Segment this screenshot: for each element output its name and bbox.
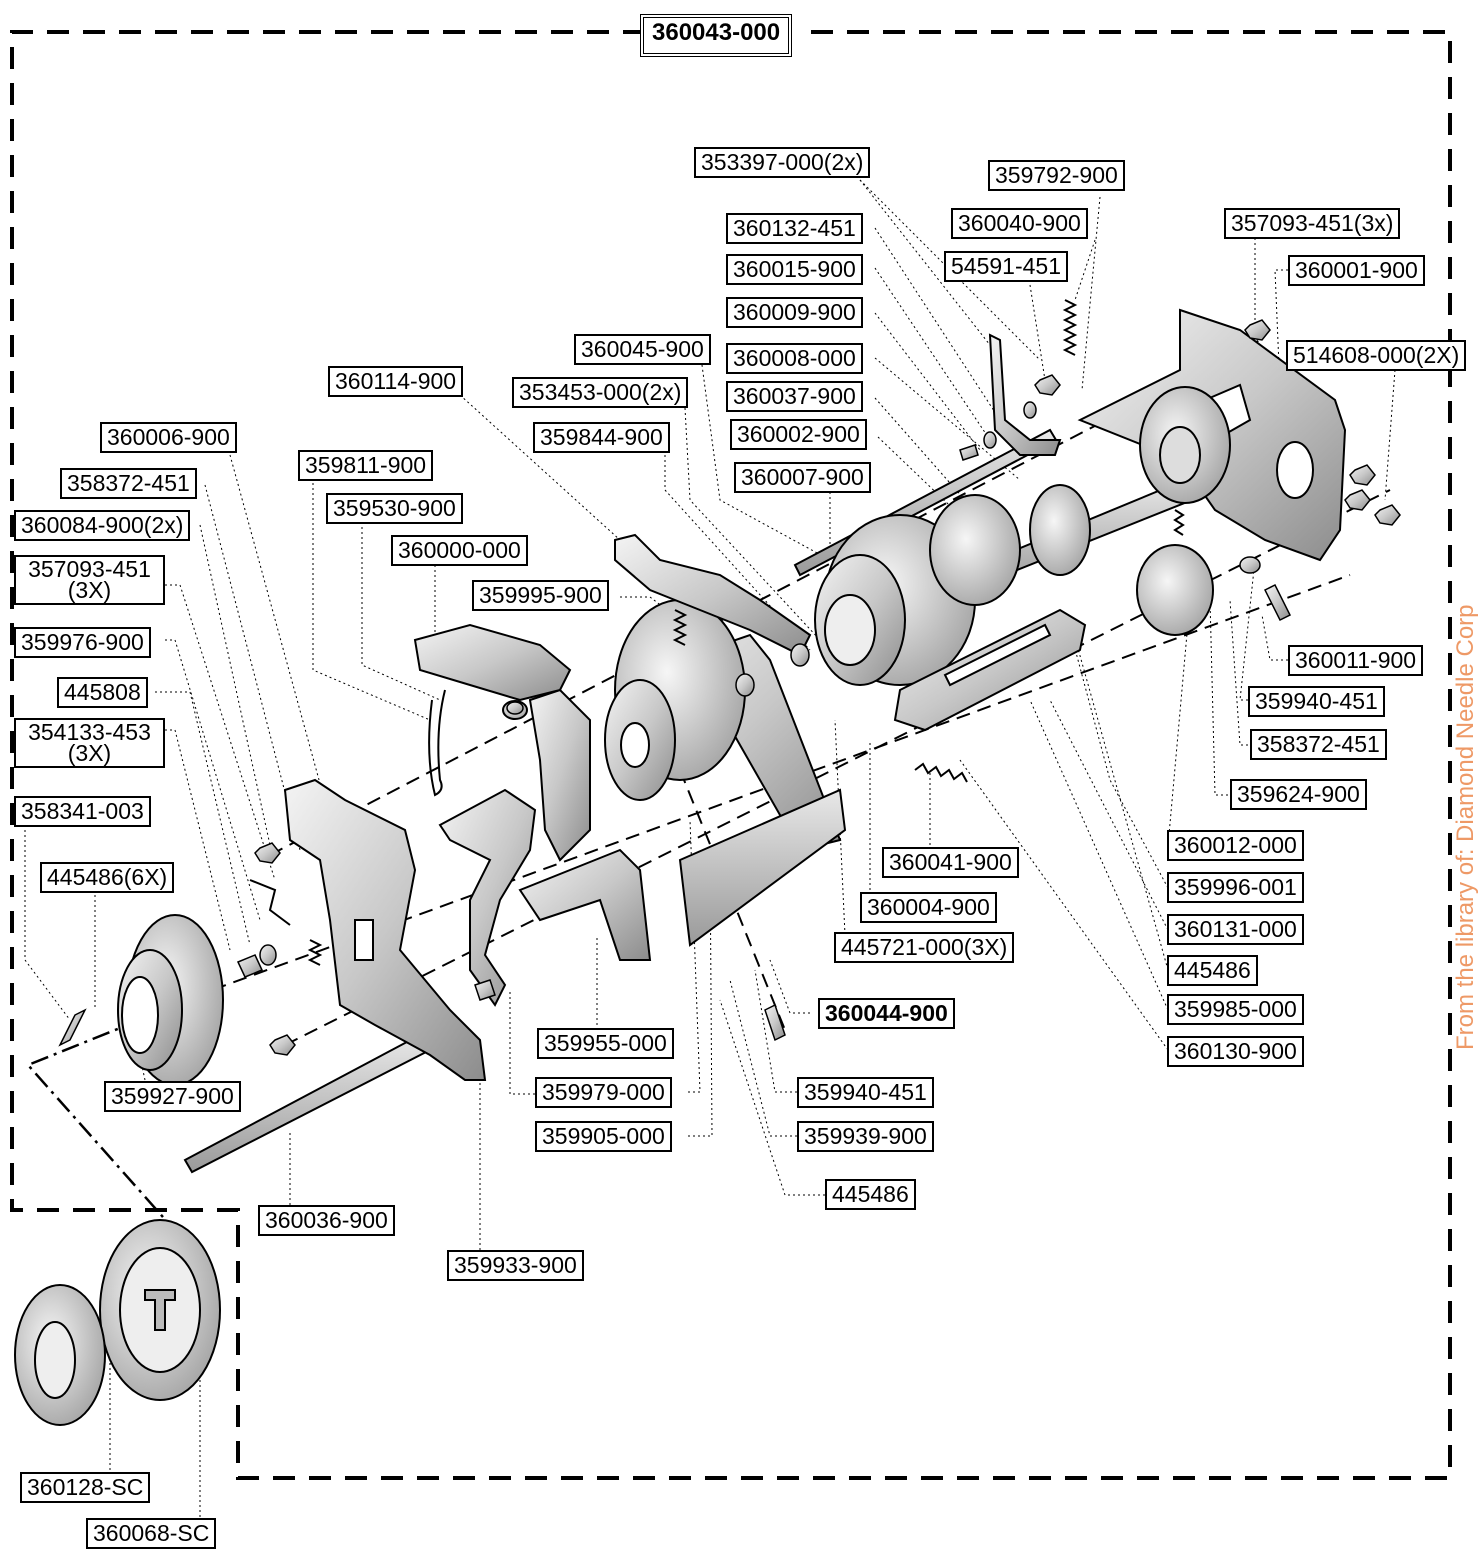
part-label-360008-000: 360008-000 <box>726 343 863 374</box>
part-label-360007-900: 360007-900 <box>734 462 871 493</box>
part-label-514608-000: 514608-000(2X) <box>1286 340 1467 371</box>
knob-360128 <box>14 1284 106 1426</box>
springs <box>307 299 1185 966</box>
part-label-54591-451: 54591-451 <box>944 251 1068 282</box>
part-label-358341-003: 358341-003 <box>14 796 151 827</box>
part-label-445808: 445808 <box>57 677 148 708</box>
part-label-360044-900: 360044-900 <box>818 998 955 1029</box>
part-label-359927-900: 359927-900 <box>104 1081 241 1112</box>
part-label-445721-000: 445721-000(3X) <box>834 932 1015 963</box>
part-label-359933-900: 359933-900 <box>447 1250 584 1281</box>
part-label-353453-000: 353453-000(2x) <box>512 377 689 408</box>
part-label-359530-900: 359530-900 <box>326 493 463 524</box>
part-label-360040-900: 360040-900 <box>951 208 1088 239</box>
connector-dash-dot <box>25 1018 211 1271</box>
hardware <box>58 319 1401 1056</box>
assembly-boundary <box>10 30 1452 1480</box>
right-disc <box>1139 386 1231 504</box>
part-label-358372-451-left: 358372-451 <box>60 468 197 499</box>
part-label-358372-451-right: 358372-451 <box>1250 729 1387 760</box>
part-label-360041-900: 360041-900 <box>882 847 1019 878</box>
part-label-360011-900: 360011-900 <box>1288 645 1424 676</box>
part-label-357093-451-left-line2: (3X) <box>67 577 112 603</box>
slide-frame <box>893 608 1087 732</box>
part-label-359624-900: 359624-900 <box>1230 779 1367 810</box>
left-mounting-plate <box>283 778 487 1081</box>
part-label-445486-right: 445486 <box>1167 955 1258 986</box>
part-label-359995-900: 359995-900 <box>472 580 609 611</box>
watermark: From the library of: Diamond Needle Corp <box>1452 604 1478 1050</box>
part-label-359976-900: 359976-900 <box>14 627 151 658</box>
part-label-360037-900: 360037-900 <box>726 381 863 412</box>
part-label-359979-000: 359979-000 <box>535 1077 672 1108</box>
left-disc <box>117 914 224 1086</box>
part-label-445486-bottom: 445486 <box>825 1179 916 1210</box>
motor-housing <box>604 599 847 947</box>
part-label-360036-900: 360036-900 <box>258 1205 395 1236</box>
wire-clip <box>249 689 446 926</box>
part-label-360000-000: 360000-000 <box>391 535 528 566</box>
part-label-359985-000: 359985-000 <box>1167 994 1304 1025</box>
part-label-360012-000: 360012-000 <box>1167 830 1304 861</box>
part-label-359792-900: 359792-900 <box>988 160 1125 191</box>
part-label-360006-900: 360006-900 <box>100 422 237 453</box>
part-label-354133-453-line2: (3X) <box>67 740 112 766</box>
part-label-360009-900: 360009-900 <box>726 297 863 328</box>
part-label-354133-453-line1: 354133-453 <box>28 719 151 745</box>
leader-lines <box>24 179 1396 1522</box>
part-label-353397-000: 353397-000(2x) <box>694 147 871 178</box>
part-label-357093-451-3x-top: 357093-451(3x) <box>1224 208 1401 239</box>
part-label-360132-451: 360132-451 <box>726 213 863 244</box>
part-label-445486-6x: 445486(6X) <box>40 862 175 893</box>
part-label-359905-000: 359905-000 <box>535 1121 672 1152</box>
middle-bracket <box>438 688 652 1007</box>
assembly-number-label: 360043-000 <box>640 14 793 57</box>
part-label-357093-451-left-line1: 357093-451 <box>28 556 151 582</box>
part-label-359940-451-right: 359940-451 <box>1248 686 1385 717</box>
part-label-360045-900: 360045-900 <box>574 334 711 365</box>
part-label-360068-sc: 360068-SC <box>86 1518 217 1549</box>
part-label-359955-000: 359955-000 <box>537 1028 674 1059</box>
part-label-360128-sc: 360128-SC <box>20 1472 151 1503</box>
part-label-360004-900: 360004-900 <box>860 892 997 923</box>
part-label-360002-900: 360002-900 <box>730 419 867 450</box>
part-label-360114-900: 360114-900 <box>328 366 464 397</box>
part-label-359844-900: 359844-900 <box>533 422 670 453</box>
part-label-359940-451-bottom: 359940-451 <box>797 1077 934 1108</box>
part-label-360015-900: 360015-900 <box>726 254 863 285</box>
part-label-354133-453: 354133-453 (3X) <box>14 718 165 768</box>
part-label-359939-900: 359939-900 <box>797 1121 934 1152</box>
gear-drum <box>814 484 1214 686</box>
part-label-360131-000: 360131-000 <box>1167 914 1304 945</box>
part-label-359996-001: 359996-001 <box>1167 872 1304 903</box>
part-label-360084-900: 360084-900(2x) <box>14 510 191 541</box>
part-label-360001-900: 360001-900 <box>1288 255 1425 286</box>
knob-360068 <box>99 1219 221 1401</box>
part-label-360130-900: 360130-900 <box>1167 1036 1304 1067</box>
part-label-359811-900: 359811-900 <box>298 450 434 481</box>
part-label-357093-451-left: 357093-451 (3X) <box>14 555 165 605</box>
